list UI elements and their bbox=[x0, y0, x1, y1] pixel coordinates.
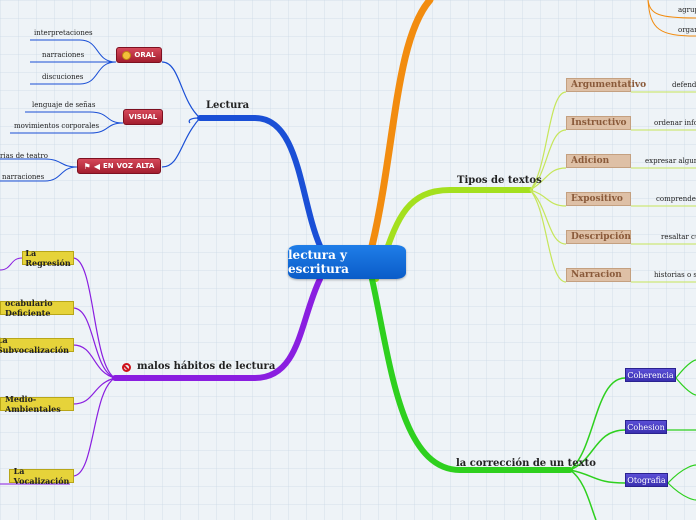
lectura-topic[interactable]: Lectura bbox=[206, 100, 250, 111]
tipo-expositivo[interactable]: Expositivo bbox=[566, 192, 631, 206]
habito-medio-ambientales[interactable]: Medio-Ambientales bbox=[0, 394, 74, 414]
voz-alta-node[interactable]: ⚑ ◀ EN VOZ ALTA bbox=[77, 158, 161, 174]
tipo-desc-4[interactable]: comprender o bbox=[656, 195, 696, 203]
habitos-topic[interactable]: malos hábitos de lectura bbox=[137, 361, 276, 372]
central-topic[interactable]: lectura y escritura bbox=[288, 245, 406, 279]
central-topic-label: lectura y escritura bbox=[288, 248, 349, 276]
tipos-topic[interactable]: Tipos de textos bbox=[457, 175, 542, 186]
visual-item-1[interactable]: lenguaje de señas bbox=[32, 101, 96, 109]
voz-alta-alta: ALTA bbox=[135, 162, 155, 170]
tipo-narracion[interactable]: Narracion bbox=[566, 268, 631, 282]
tipo-desc-2[interactable]: ordenar inform bbox=[654, 119, 696, 127]
oral-label: ORAL bbox=[134, 51, 156, 59]
correccion-coherencia[interactable]: Coherencia bbox=[625, 368, 676, 382]
voz-alta-voz: VOZ bbox=[116, 162, 133, 170]
oral-item-3[interactable]: discuciones bbox=[42, 73, 84, 81]
visual-label: VISUAL bbox=[128, 113, 158, 121]
habito-regresion[interactable]: La Regresión bbox=[22, 248, 74, 268]
habito-subvocalizacion[interactable]: La Subvocalización bbox=[0, 335, 74, 355]
visual-item-2[interactable]: movimientos corporales bbox=[14, 122, 100, 130]
habito-vocalizacion[interactable]: La Vocalización bbox=[9, 466, 74, 486]
oral-item-1[interactable]: interpretaciones bbox=[34, 29, 93, 37]
tipo-desc-5[interactable]: resaltar cual bbox=[661, 233, 696, 241]
tipo-desc-6[interactable]: historias o suce bbox=[654, 271, 696, 279]
correccion-topic[interactable]: la corrección de un texto bbox=[456, 458, 596, 469]
tipo-adicion[interactable]: Adicion bbox=[566, 154, 631, 168]
oral-item-2[interactable]: narraciones bbox=[42, 51, 85, 59]
correccion-ortografia[interactable]: Otografia bbox=[625, 473, 668, 487]
tipo-desc-3[interactable]: expresar alguna co bbox=[645, 157, 696, 165]
smiley-icon bbox=[122, 50, 132, 60]
voz-alta-item-1[interactable]: rias de teatro bbox=[0, 152, 48, 160]
tipo-instructivo[interactable]: Instructivo bbox=[566, 116, 631, 130]
prohibited-icon bbox=[122, 363, 131, 372]
top-right-item-2[interactable]: organ bbox=[678, 26, 696, 34]
habito-vocabulario[interactable]: ocabulario Deficiente bbox=[0, 298, 74, 318]
correccion-cohesion[interactable]: Cohesion bbox=[625, 420, 667, 434]
checkered-flag-icon: ⚑ bbox=[83, 161, 91, 171]
voz-alta-item-2[interactable]: narraciones bbox=[2, 173, 45, 181]
top-right-item-1[interactable]: agrup bbox=[678, 6, 696, 14]
tipo-descripcion[interactable]: Descripción bbox=[566, 230, 631, 244]
oral-node[interactable]: ORAL bbox=[116, 47, 162, 63]
voz-alta-en: EN bbox=[102, 162, 114, 170]
tipo-argumentativo[interactable]: Argumentativo bbox=[566, 78, 646, 92]
speaker-icon: ◀ bbox=[93, 161, 100, 171]
visual-node[interactable]: VISUAL bbox=[123, 109, 163, 125]
tipo-desc-1[interactable]: defende bbox=[672, 81, 696, 89]
